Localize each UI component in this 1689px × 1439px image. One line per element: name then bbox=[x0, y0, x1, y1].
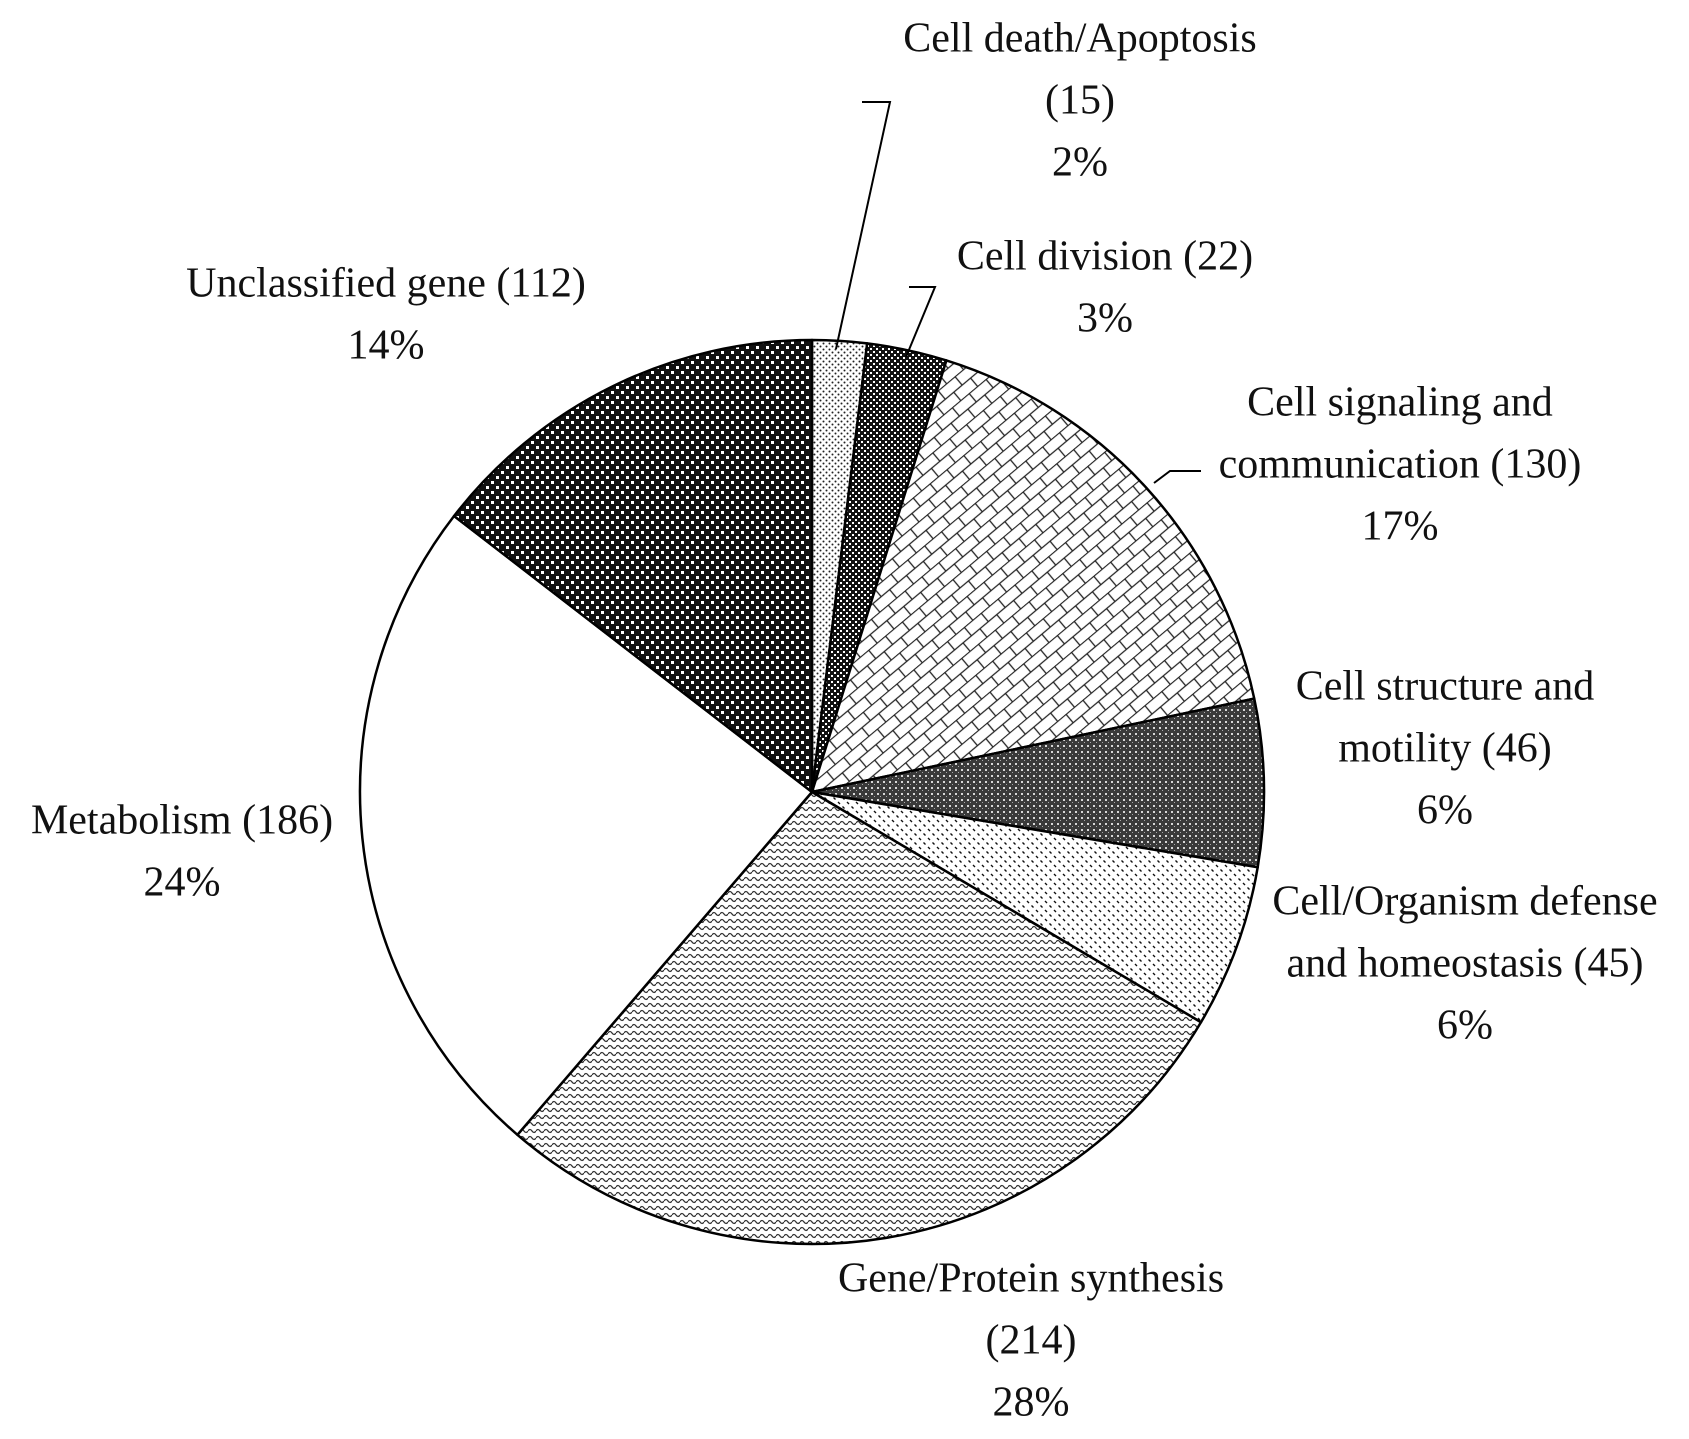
pie-slice-6 bbox=[516, 790, 1203, 1246]
slice-percent-label: 6% bbox=[1417, 788, 1473, 834]
leader-line-1 bbox=[835, 101, 892, 350]
leader-line-2 bbox=[905, 286, 937, 358]
slice-percent-label: 24% bbox=[144, 860, 221, 906]
slice-percent-label: 6% bbox=[1437, 1003, 1493, 1049]
slice-category-label: (214) bbox=[986, 1318, 1077, 1364]
slice-category-label: Cell death/Apoptosis bbox=[903, 16, 1256, 62]
slice-percent-label: 14% bbox=[348, 323, 425, 369]
slice-category-label: Gene/Protein synthesis bbox=[838, 1256, 1224, 1302]
leader-line-3 bbox=[1153, 470, 1201, 484]
pie-slice-4 bbox=[810, 697, 1266, 869]
slice-percent-label: 17% bbox=[1362, 504, 1439, 550]
pie-slice-8 bbox=[452, 338, 814, 794]
pie-slice-7 bbox=[358, 514, 814, 1137]
slice-category-label: and homeostasis (45) bbox=[1287, 941, 1644, 987]
pie-slice-5 bbox=[810, 790, 1259, 1024]
slice-percent-label: 28% bbox=[993, 1380, 1070, 1426]
slice-category-label: Cell/Organism defense bbox=[1272, 879, 1657, 925]
slice-category-label: Cell signaling and bbox=[1247, 380, 1553, 426]
pie-slice-3 bbox=[810, 359, 1256, 794]
slice-percent-label: 2% bbox=[1052, 140, 1108, 186]
slice-category-label: communication (130) bbox=[1219, 442, 1582, 488]
slice-category-label: Metabolism (186) bbox=[31, 798, 333, 844]
slice-category-label: Cell division (22) bbox=[957, 234, 1253, 280]
slice-category-label: Cell structure and bbox=[1296, 664, 1595, 710]
slice-percent-label: 3% bbox=[1077, 296, 1133, 342]
slice-category-label: (15) bbox=[1045, 78, 1115, 124]
slice-category-label: Unclassified gene (112) bbox=[186, 261, 586, 307]
slice-category-label: motility (46) bbox=[1338, 726, 1552, 772]
